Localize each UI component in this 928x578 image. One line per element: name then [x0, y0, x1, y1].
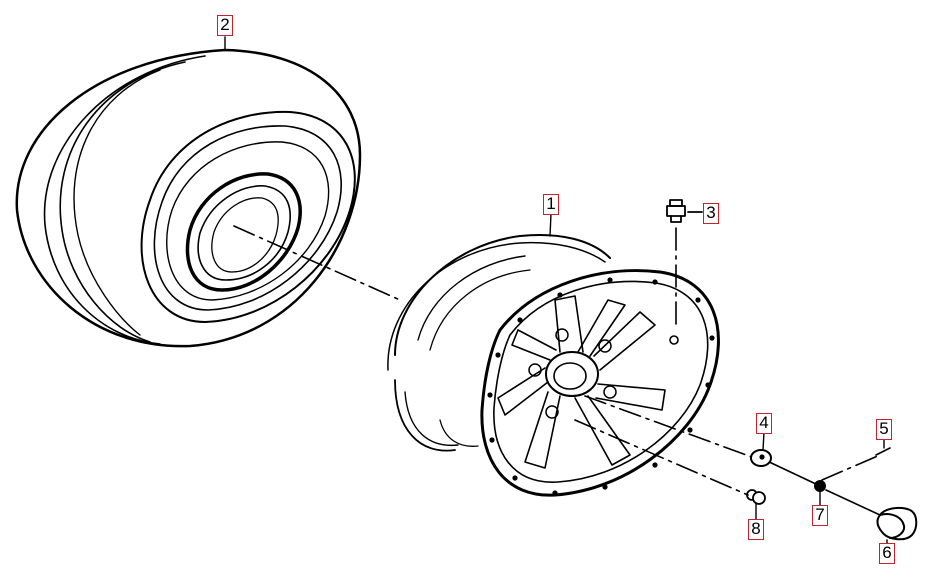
- center-lines: [233, 225, 881, 496]
- hub-cap: [876, 506, 918, 541]
- callout-7: 7: [812, 505, 828, 526]
- callout-3: 3: [703, 203, 719, 224]
- tire: [15, 48, 362, 348]
- valve-stem: [666, 199, 703, 223]
- callout-1: 1: [543, 194, 559, 215]
- callout-6: 6: [879, 543, 895, 564]
- castle-nut: [814, 480, 826, 492]
- axle-line: [764, 459, 881, 516]
- rim: [387, 234, 720, 497]
- lug-nut: [746, 489, 766, 505]
- callout-5: 5: [876, 419, 892, 440]
- callout-8: 8: [748, 519, 764, 540]
- callout-2: 2: [217, 15, 233, 36]
- leader-lines: [224, 36, 888, 544]
- cotter-pin: [875, 447, 891, 456]
- callout-4: 4: [756, 413, 772, 434]
- washer: [750, 449, 772, 467]
